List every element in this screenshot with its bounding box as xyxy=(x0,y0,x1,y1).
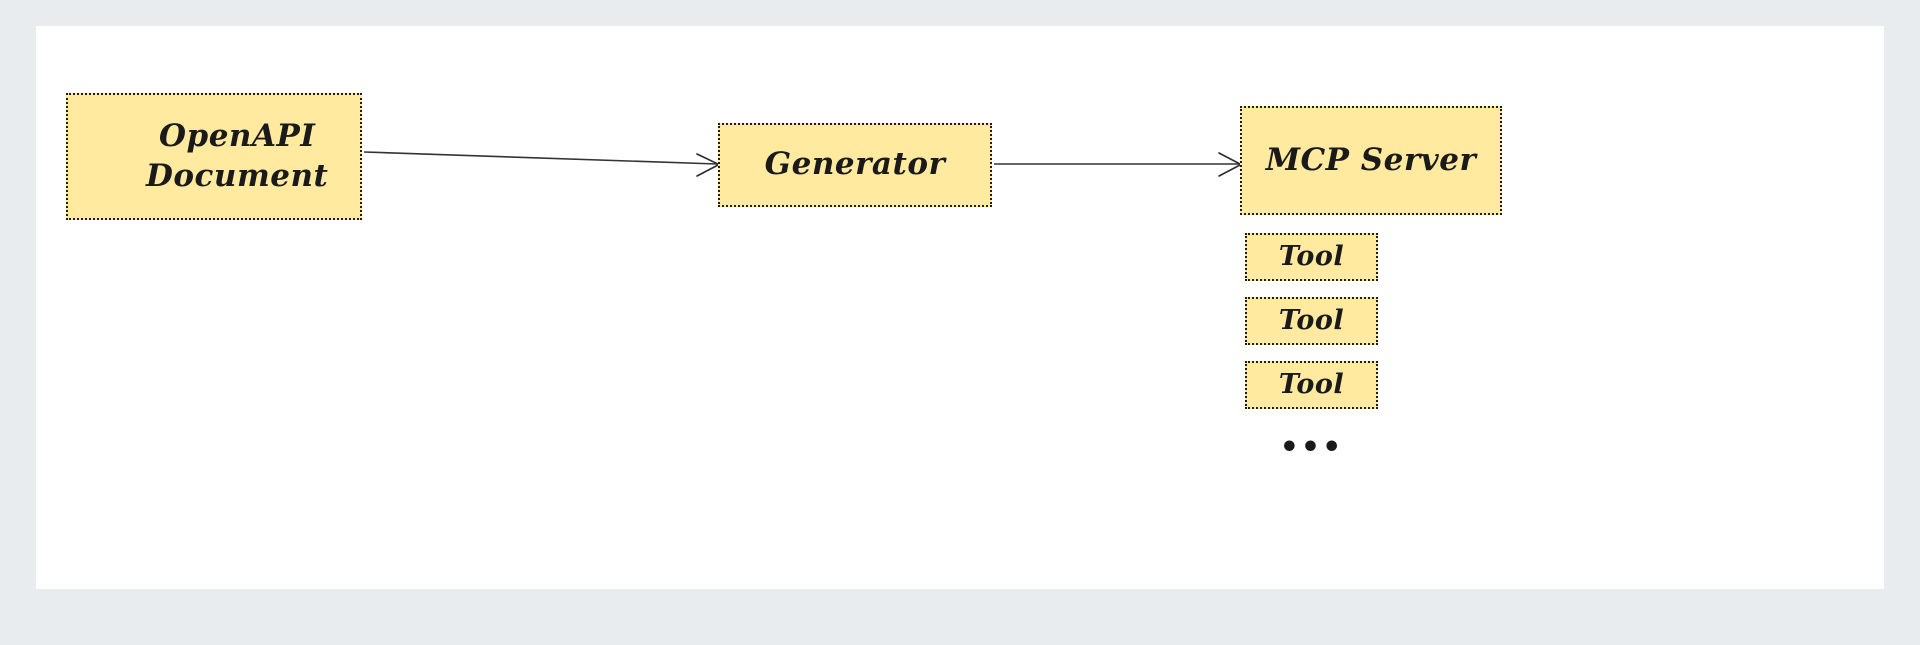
node-mcp-server[interactable]: MCP Server xyxy=(1240,106,1502,215)
node-generator[interactable]: Generator xyxy=(718,123,992,207)
edge-generator-mcp-server xyxy=(994,152,1243,177)
node-tool[interactable]: Tool xyxy=(1245,361,1378,409)
diagram-canvas: OpenAPI Document Generator MCP Server To… xyxy=(36,26,1884,589)
node-openapi-document[interactable]: OpenAPI Document xyxy=(66,93,362,220)
tools-ellipsis: ••• xyxy=(1279,429,1344,465)
node-tool[interactable]: Tool xyxy=(1245,233,1378,281)
node-tool[interactable]: Tool xyxy=(1245,297,1378,345)
edge-openapi-generator xyxy=(363,151,721,177)
